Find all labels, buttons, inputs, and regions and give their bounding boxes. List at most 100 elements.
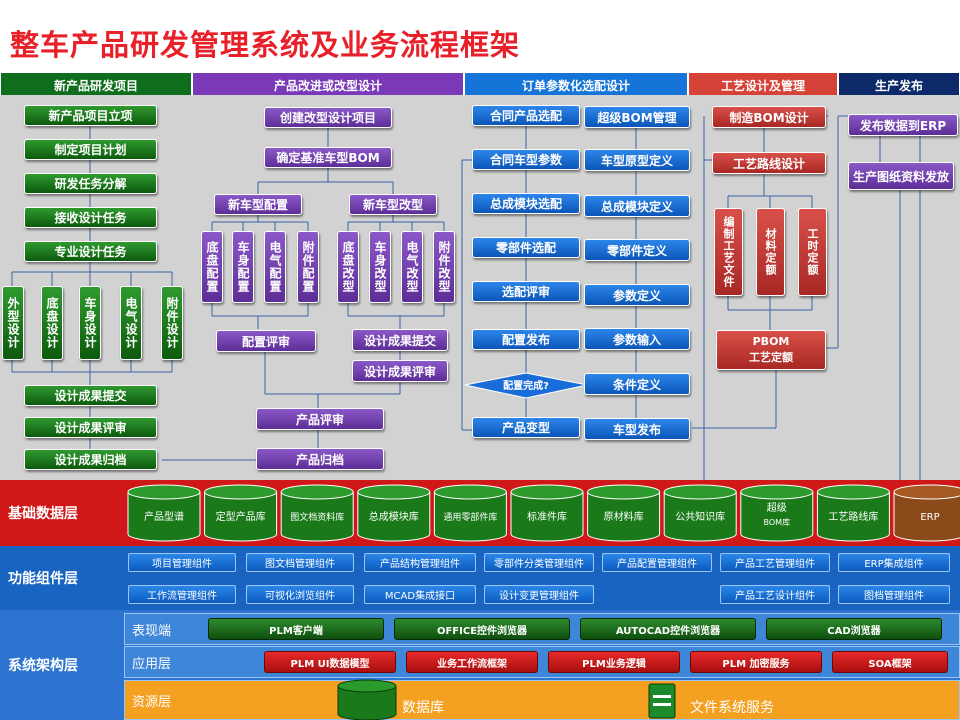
quota-label: 工艺定额 xyxy=(749,351,793,364)
comp-visual[interactable]: 可视化浏览组件 xyxy=(246,585,354,604)
config-accessory[interactable]: 附件配置 xyxy=(297,231,319,303)
data-store-body xyxy=(663,492,737,542)
comp-project[interactable]: 项目管理组件 xyxy=(128,553,236,572)
comp-process-design[interactable]: 产品工艺设计组件 xyxy=(720,585,830,604)
step-review[interactable]: 设计成果评审 xyxy=(24,417,157,438)
order-select-review[interactable]: 选配评审 xyxy=(472,281,580,302)
decision-label: 配置完成? xyxy=(503,379,549,392)
pbom-label: PBOM xyxy=(752,335,790,348)
param-define[interactable]: 参数定义 xyxy=(584,284,690,306)
comp-erp[interactable]: ERP集成组件 xyxy=(838,553,950,572)
release-erp[interactable]: 发布数据到ERP xyxy=(848,114,958,136)
plm-encryption[interactable]: PLM 加密服务 xyxy=(690,651,822,673)
design-accessory[interactable]: 附件设计 xyxy=(161,286,183,360)
modify-chassis[interactable]: 底盘改型 xyxy=(337,231,359,303)
data-store[interactable]: 图文档资料库 xyxy=(280,484,354,542)
data-store[interactable]: 产品型谱 xyxy=(127,484,201,542)
new-modify[interactable]: 新车型改型 xyxy=(349,194,437,215)
route-design[interactable]: 工艺路线设计 xyxy=(712,152,826,174)
release-drawings[interactable]: 生产图纸资料发放 xyxy=(848,162,954,190)
order-variant[interactable]: 产品变型 xyxy=(472,417,580,438)
improve-submit[interactable]: 设计成果提交 xyxy=(352,329,448,351)
labor-quota[interactable]: 工时定额 xyxy=(798,208,827,296)
comp-drawing[interactable]: 图档管理组件 xyxy=(838,585,950,604)
process-doc[interactable]: 编制工艺文件 xyxy=(714,208,743,296)
order-part-select[interactable]: 零部件选配 xyxy=(472,237,580,258)
phase-new-project: 新产品研发项目 xyxy=(0,72,192,98)
data-store[interactable]: 标准件库 xyxy=(510,484,584,542)
data-store-body xyxy=(816,492,890,542)
order-assembly-select[interactable]: 总成模块选配 xyxy=(472,193,580,214)
data-store-body xyxy=(740,492,814,542)
data-store[interactable]: 总成模块库 xyxy=(357,484,431,542)
data-store[interactable]: 公共知识库 xyxy=(663,484,737,542)
order-contract-select[interactable]: 合同产品选配 xyxy=(472,105,580,126)
resource-label: 资源层 xyxy=(132,694,172,710)
data-store[interactable]: 定型产品库 xyxy=(204,484,278,542)
param-input[interactable]: 参数输入 xyxy=(584,328,690,350)
page-title: 整车产品研发管理系统及业务流程框架 xyxy=(10,28,521,62)
autocad-viewer[interactable]: AUTOCAD控件浏览器 xyxy=(580,618,756,640)
comp-part-class[interactable]: 零部件分类管理组件 xyxy=(484,553,594,572)
order-contract-params[interactable]: 合同车型参数 xyxy=(472,149,580,170)
comp-config[interactable]: 产品配置管理组件 xyxy=(602,553,712,572)
data-store-body xyxy=(587,492,661,542)
data-store-label: 标准件库 xyxy=(527,510,567,523)
config-chassis[interactable]: 底盘配置 xyxy=(201,231,223,303)
data-store-body xyxy=(510,492,584,542)
step-new-project[interactable]: 新产品项目立项 xyxy=(24,105,157,126)
data-store[interactable]: 通用零部件库 xyxy=(433,484,507,542)
step-archive[interactable]: 设计成果归档 xyxy=(24,449,157,470)
config-body[interactable]: 车身配置 xyxy=(232,231,254,303)
mbom-design[interactable]: 制造BOM设计 xyxy=(712,106,826,128)
office-viewer[interactable]: OFFICE控件浏览器 xyxy=(394,618,570,640)
decision-config-done[interactable]: 配置完成? xyxy=(464,372,588,399)
data-store[interactable]: ERP xyxy=(893,484,960,542)
design-body[interactable]: 车身设计 xyxy=(79,286,101,360)
super-bom[interactable]: 超级BOM管理 xyxy=(584,106,690,128)
product-review[interactable]: 产品评审 xyxy=(256,408,384,430)
vehicle-prototype[interactable]: 车型原型定义 xyxy=(584,149,690,171)
step-special-design[interactable]: 专业设计任务 xyxy=(24,241,157,262)
config-electrical[interactable]: 电气配置 xyxy=(264,231,286,303)
cad-viewer[interactable]: CAD浏览器 xyxy=(766,618,942,640)
data-store[interactable]: 原材料库 xyxy=(587,484,661,542)
condition-define[interactable]: 条件定义 xyxy=(584,373,690,395)
comp-process[interactable]: 产品工艺管理组件 xyxy=(720,553,830,572)
data-store-cap xyxy=(127,484,201,500)
plm-logic[interactable]: PLM业务逻辑 xyxy=(548,651,680,673)
step-task-breakdown[interactable]: 研发任务分解 xyxy=(24,173,157,194)
product-archive[interactable]: 产品归档 xyxy=(256,448,384,470)
design-exterior[interactable]: 外型设计 xyxy=(2,286,24,360)
modify-accessory[interactable]: 附件改型 xyxy=(433,231,455,303)
new-config[interactable]: 新车型配置 xyxy=(214,194,302,215)
step-project-plan[interactable]: 制定项目计划 xyxy=(24,139,157,160)
improve-design-review[interactable]: 设计成果评审 xyxy=(352,360,448,382)
step-base-bom[interactable]: 确定基准车型BOM xyxy=(264,147,392,168)
material-quota[interactable]: 材料定额 xyxy=(756,208,785,296)
design-electrical[interactable]: 电气设计 xyxy=(120,286,142,360)
comp-structure[interactable]: 产品结构管理组件 xyxy=(364,553,476,572)
comp-workflow[interactable]: 工作流管理组件 xyxy=(128,585,236,604)
plm-ui-model[interactable]: PLM UI数据模型 xyxy=(264,651,396,673)
pbom-quota[interactable]: PBOM 工艺定额 xyxy=(716,330,826,370)
comp-mcad[interactable]: MCAD集成接口 xyxy=(364,585,476,604)
assembly-define[interactable]: 总成模块定义 xyxy=(584,195,690,217)
comp-change[interactable]: 设计变更管理组件 xyxy=(484,585,594,604)
design-chassis[interactable]: 底盘设计 xyxy=(41,286,63,360)
plm-client[interactable]: PLM客户端 xyxy=(208,618,384,640)
modify-electrical[interactable]: 电气改型 xyxy=(401,231,423,303)
comp-document[interactable]: 图文档管理组件 xyxy=(246,553,354,572)
soa-framework[interactable]: SOA框架 xyxy=(832,651,948,673)
step-submit[interactable]: 设计成果提交 xyxy=(24,385,157,406)
modify-body[interactable]: 车身改型 xyxy=(369,231,391,303)
step-create-improve[interactable]: 创建改型设计项目 xyxy=(264,107,392,128)
step-receive-task[interactable]: 接收设计任务 xyxy=(24,207,157,228)
workflow-framework[interactable]: 业务工作流框架 xyxy=(406,651,538,673)
part-define[interactable]: 零部件定义 xyxy=(584,239,690,261)
order-config-release[interactable]: 配置发布 xyxy=(472,329,580,350)
vehicle-release[interactable]: 车型发布 xyxy=(584,418,690,440)
config-review[interactable]: 配置评审 xyxy=(216,330,316,352)
data-store[interactable]: 工艺路线库 xyxy=(816,484,890,542)
